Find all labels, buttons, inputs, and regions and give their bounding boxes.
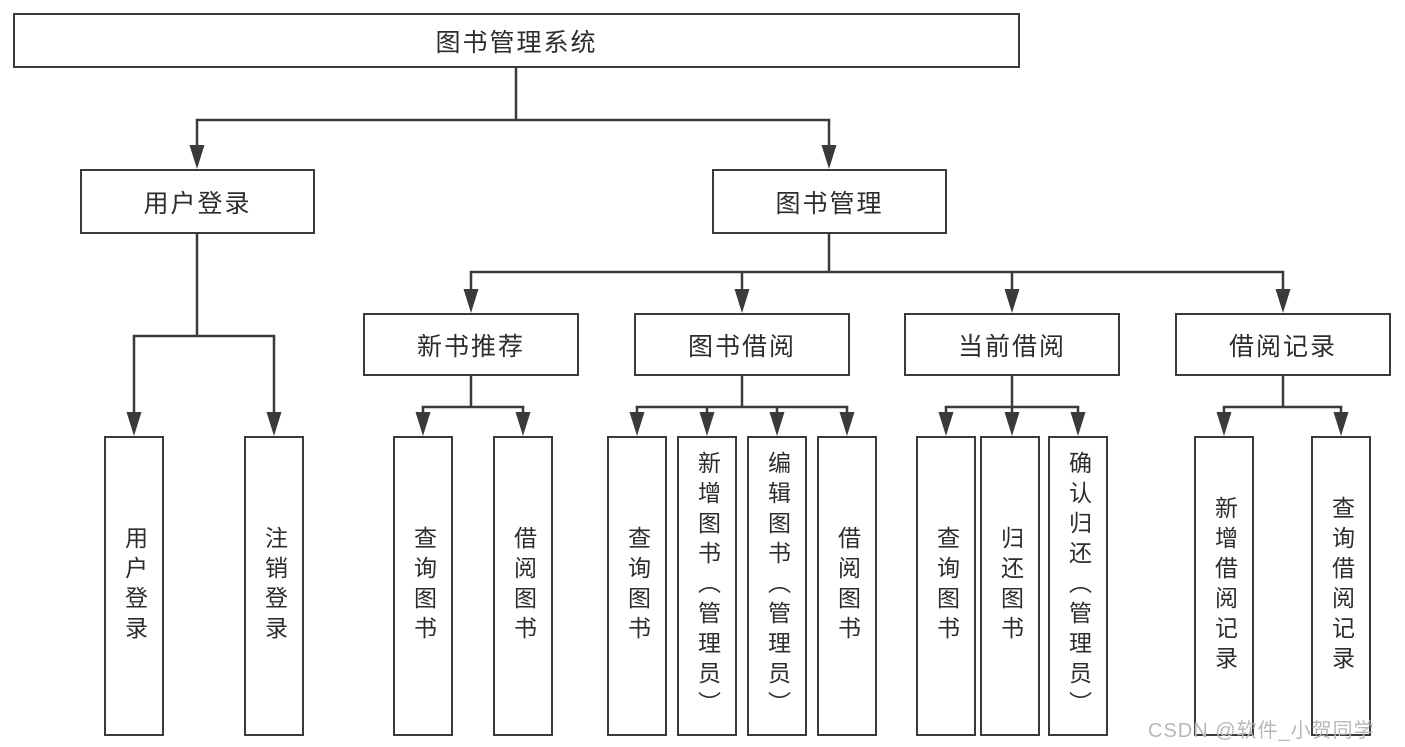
node-label: 当前借阅 xyxy=(957,332,1066,361)
node-borrowing-records: 借阅记录 xyxy=(1175,313,1391,376)
node-leaf-confirm-return-admin: 确认归还（管理员） xyxy=(1048,436,1108,736)
node-current-borrowing: 当前借阅 xyxy=(904,313,1120,376)
node-user-login: 用户登录 xyxy=(80,169,315,234)
node-label: 借阅图书 xyxy=(510,526,537,646)
node-label: 图书管理 xyxy=(775,189,884,218)
node-label: 查询图书 xyxy=(624,526,651,646)
node-leaf-borrow-books: 借阅图书 xyxy=(817,436,877,736)
node-label: 新书推荐 xyxy=(416,332,525,361)
node-leaf-query-books-borrow: 查询图书 xyxy=(607,436,667,736)
node-label: 图书管理系统 xyxy=(435,28,598,57)
node-book-management: 图书管理 xyxy=(712,169,947,234)
node-label: 归还图书 xyxy=(997,526,1024,646)
node-label: 查询图书 xyxy=(410,526,437,646)
node-label: 编辑图书（管理员） xyxy=(764,451,791,721)
node-label: 借阅图书 xyxy=(834,526,861,646)
node-label: 借阅记录 xyxy=(1228,332,1337,361)
node-label: 确认归还（管理员） xyxy=(1065,451,1092,721)
node-label: 图书借阅 xyxy=(687,332,796,361)
node-label: 查询图书 xyxy=(933,526,960,646)
node-book-borrowing: 图书借阅 xyxy=(634,313,850,376)
node-new-book-recommendation: 新书推荐 xyxy=(363,313,579,376)
csdn-watermark: CSDN @软件_小贺同学 xyxy=(1148,720,1375,742)
node-leaf-query-books-recommend: 查询图书 xyxy=(393,436,453,736)
node-leaf-query-borrow-record: 查询借阅记录 xyxy=(1311,436,1371,736)
node-leaf-logout: 注销登录 xyxy=(244,436,304,736)
node-label: 用户登录 xyxy=(121,526,148,646)
node-label: 新增借阅记录 xyxy=(1211,496,1238,676)
node-label: 新增图书（管理员） xyxy=(694,451,721,721)
node-leaf-query-books-current: 查询图书 xyxy=(916,436,976,736)
node-label: 用户登录 xyxy=(143,189,252,218)
node-leaf-add-borrow-record: 新增借阅记录 xyxy=(1194,436,1254,736)
node-leaf-add-books-admin: 新增图书（管理员） xyxy=(677,436,737,736)
node-book-management-system: 图书管理系统 xyxy=(13,13,1020,68)
node-label: 注销登录 xyxy=(261,526,288,646)
node-leaf-edit-books-admin: 编辑图书（管理员） xyxy=(747,436,807,736)
node-leaf-borrow-books-recommend: 借阅图书 xyxy=(493,436,553,736)
node-leaf-user-login: 用户登录 xyxy=(104,436,164,736)
node-leaf-return-books: 归还图书 xyxy=(980,436,1040,736)
node-label: 查询借阅记录 xyxy=(1328,496,1355,676)
